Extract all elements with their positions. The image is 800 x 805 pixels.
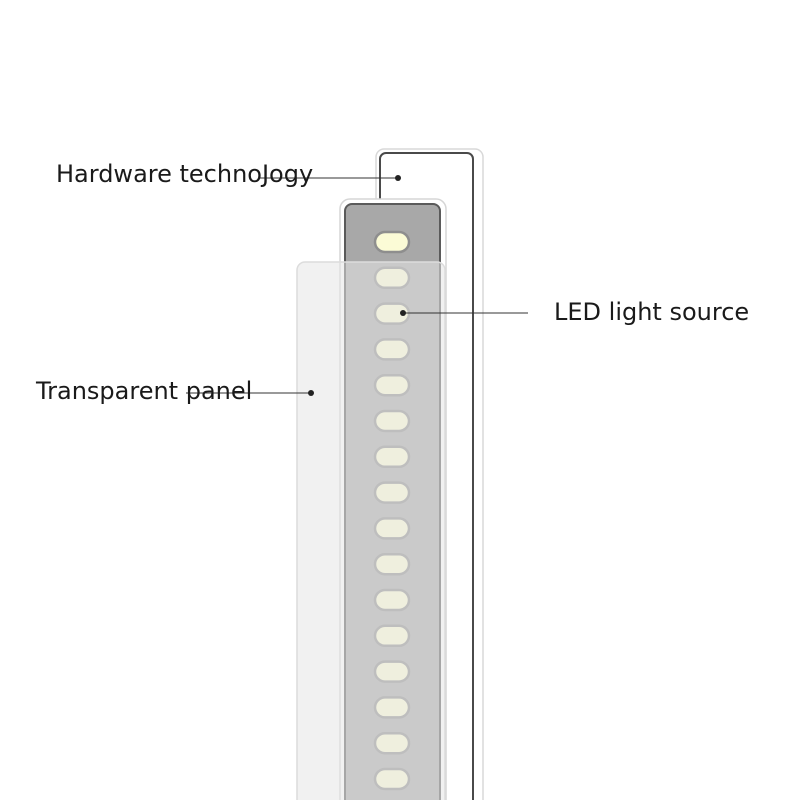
led-leader-dot xyxy=(400,310,406,316)
hardware-leader-dot xyxy=(395,175,401,181)
led-chip xyxy=(373,230,411,254)
hardware-technology-label: Hardware technoJogy xyxy=(56,160,314,188)
led-light-source-label: LED light source xyxy=(554,298,750,326)
transparent-panel-label: Transparent panel xyxy=(36,377,253,405)
transparent-panel xyxy=(296,261,446,805)
panel-leader-dot xyxy=(308,390,314,396)
